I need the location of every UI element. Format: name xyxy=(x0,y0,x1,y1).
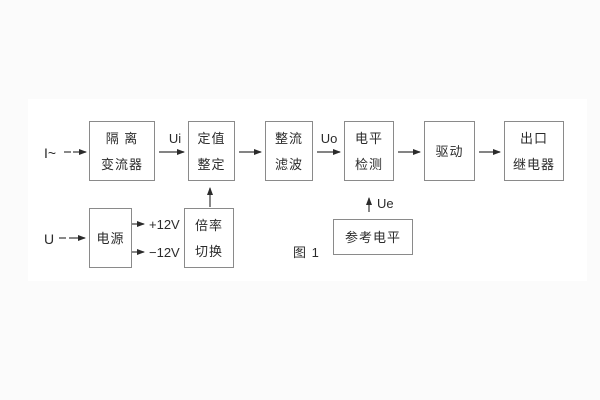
input-current-label: I~ xyxy=(44,145,57,161)
block-ratio-line2: 切换 xyxy=(194,243,223,259)
block-level-detection: 电平 检测 xyxy=(344,121,394,181)
block-reference-level: 参考电平 xyxy=(333,219,413,255)
block-ratio-line1: 倍率 xyxy=(194,217,223,233)
block-rectifier-filter: 整流 滤波 xyxy=(265,121,313,181)
input-voltage-label: U xyxy=(44,231,55,247)
block-rectifier-line2: 滤波 xyxy=(274,156,303,172)
block-isolation-transformer: 隔 离 变流器 xyxy=(89,121,155,181)
block-drive: 驱动 xyxy=(424,121,475,181)
block-power-supply: 电源 xyxy=(89,208,132,268)
block-outrelay-line1: 出口 xyxy=(519,130,548,146)
block-isolation-line2: 变流器 xyxy=(100,156,143,172)
block-rectifier-line1: 整流 xyxy=(274,130,303,146)
block-isolation-line1: 隔 离 xyxy=(105,130,139,146)
signal-ue-label: Ue xyxy=(377,196,394,211)
supply-neg12v-label: −12V xyxy=(149,245,180,260)
block-outrelay-line2: 继电器 xyxy=(512,156,555,172)
block-setting-line2: 整定 xyxy=(197,156,226,172)
block-level-line1: 电平 xyxy=(354,130,383,146)
block-reference-label: 参考电平 xyxy=(344,229,401,245)
block-ratio-switch: 倍率 切换 xyxy=(184,208,234,268)
block-power-label: 电源 xyxy=(96,230,125,246)
figure-caption: 图 1 xyxy=(293,245,320,260)
block-output-relay: 出口 继电器 xyxy=(504,121,564,181)
signal-ui-label: Ui xyxy=(168,131,182,146)
block-level-line2: 检测 xyxy=(354,156,383,172)
block-value-setting: 定值 整定 xyxy=(188,121,235,181)
supply-pos12v-label: +12V xyxy=(149,217,180,232)
block-drive-label: 驱动 xyxy=(435,143,464,159)
signal-uo-label: Uo xyxy=(320,131,338,146)
block-setting-line1: 定值 xyxy=(197,130,226,146)
